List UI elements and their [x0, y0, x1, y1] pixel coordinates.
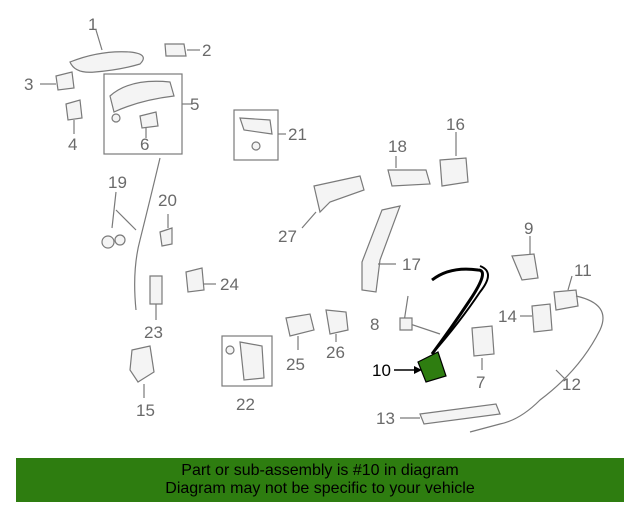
banner-line-2: Diagram may not be specific to your vehi… — [165, 480, 475, 497]
part-22-box — [221, 335, 273, 387]
part-8-rod — [399, 295, 441, 335]
part-21-box — [233, 109, 286, 161]
callout-23: 23 — [144, 323, 163, 342]
part-5-handle-frame-box — [103, 73, 192, 155]
callout-21: 21 — [288, 125, 307, 144]
callout-13: 13 — [376, 409, 395, 428]
callout-26: 26 — [326, 343, 345, 362]
callout-19: 19 — [108, 173, 127, 192]
part-12-cable — [469, 295, 604, 433]
part-9-rod — [511, 236, 539, 281]
part-15-bracket — [129, 345, 155, 398]
callout-7: 7 — [476, 373, 485, 392]
part-14-11-stops — [520, 275, 579, 333]
part-10-cable-highlighted — [417, 265, 489, 383]
callout-10-highlighted: 10 — [372, 361, 391, 380]
part-25-26-brackets — [285, 309, 349, 350]
callout-16: 16 — [446, 115, 465, 134]
callout-5: 5 — [190, 95, 199, 114]
callout-14: 14 — [498, 307, 517, 326]
callout-27: 27 — [278, 227, 297, 246]
part-18-16-latches — [387, 132, 469, 187]
callout-25: 25 — [286, 355, 305, 374]
part-2-clip — [164, 43, 200, 57]
callout-17: 17 — [402, 255, 421, 274]
part-7-latch — [471, 325, 495, 370]
part-3-cap — [40, 71, 75, 91]
part-23-rod-assembly — [101, 157, 216, 320]
part-info-banner: Part or sub-assembly is #10 in diagram D… — [16, 458, 624, 502]
part-27-frame — [301, 175, 365, 229]
part-17-regulator — [361, 205, 401, 293]
callout-4: 4 — [68, 135, 77, 154]
callout-15: 15 — [136, 401, 155, 420]
callout-24: 24 — [220, 275, 239, 294]
callout-8: 8 — [370, 315, 379, 334]
callout-18: 18 — [388, 137, 407, 156]
callout-6: 6 — [140, 135, 149, 154]
part-1-outside-handle — [69, 29, 144, 73]
callout-10-arrow-icon — [394, 366, 422, 374]
callout-2: 2 — [202, 41, 211, 60]
callout-20: 20 — [158, 191, 177, 210]
callout-1: 1 — [88, 15, 97, 34]
callout-22: 22 — [236, 395, 255, 414]
part-4-pad — [65, 99, 83, 134]
part-13-sill — [400, 403, 501, 425]
callout-11: 11 — [574, 261, 592, 280]
callout-3: 3 — [24, 75, 33, 94]
callout-9: 9 — [524, 219, 533, 238]
banner-line-1: Part or sub-assembly is #10 in diagram — [181, 462, 459, 479]
callout-12: 12 — [562, 375, 581, 394]
